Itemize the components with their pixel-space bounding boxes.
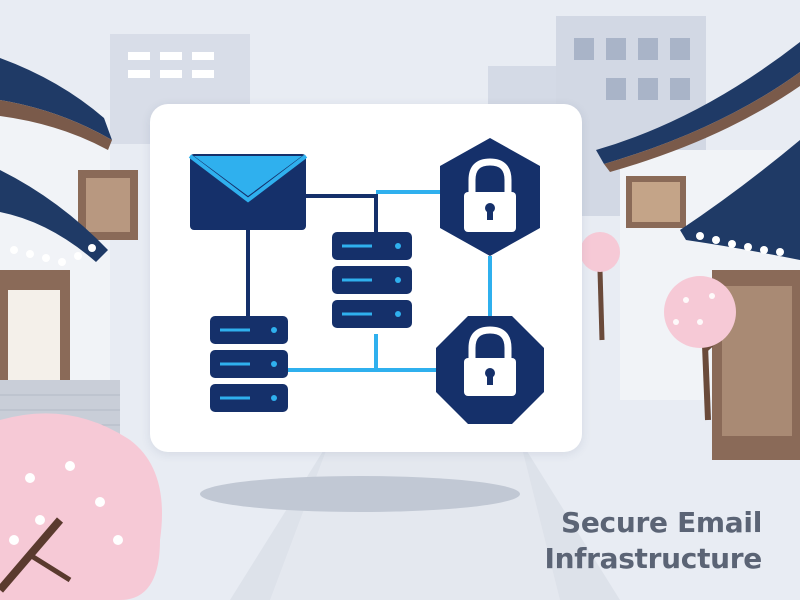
blossom-tree-right-small	[580, 232, 620, 341]
blossom-tree-left	[0, 413, 162, 600]
server-icon	[332, 232, 412, 328]
email-infrastructure-diagram	[188, 138, 544, 424]
blue-connectors	[288, 190, 492, 372]
server-icon	[210, 316, 288, 412]
envelope-icon	[188, 154, 308, 230]
lock-icon	[436, 316, 544, 424]
navy-connectors	[246, 194, 378, 316]
caption-line-2: Infrastructure	[544, 542, 762, 575]
blossom-tree-right	[664, 276, 736, 421]
caption: Secure Email Infrastructure	[502, 505, 762, 577]
lock-icon	[440, 138, 540, 256]
diagram-card	[150, 104, 582, 452]
caption-line-1: Secure Email	[560, 506, 762, 539]
